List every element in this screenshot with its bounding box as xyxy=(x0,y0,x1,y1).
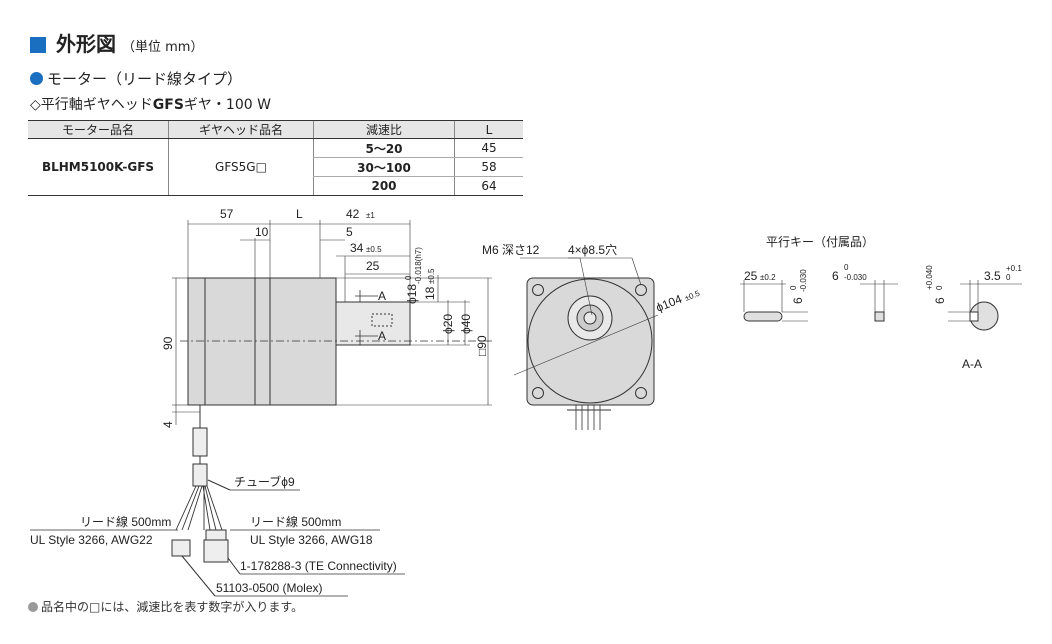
dim-42-tol: ±1 xyxy=(366,211,375,220)
blue-dot-icon xyxy=(30,72,43,85)
dim-18: 18 xyxy=(423,286,437,300)
key-dim-6a-tol0: 0 xyxy=(789,285,798,290)
dim-18-tol: ±0.5 xyxy=(427,268,436,284)
blue-square-icon xyxy=(30,37,46,53)
footnote-text: 品名中の□には、減速比を表す数字が入ります。 xyxy=(41,600,304,614)
table-row: 200 64 xyxy=(28,176,523,196)
ratio-cell: 5～20 xyxy=(313,138,455,158)
key-title: 平行キー（付属品） xyxy=(766,235,874,249)
key-slot xyxy=(371,313,393,327)
dim-4: 4 xyxy=(161,421,175,428)
key-dim-6a-tol: -0.030 xyxy=(799,269,808,292)
l-cell: 45 xyxy=(454,138,523,158)
connector-te: 1-178288-3 (TE Connectivity) xyxy=(240,559,397,573)
dim-34-tol: ±0.5 xyxy=(366,245,382,254)
dim-sq90: □90 xyxy=(475,335,489,356)
subtitle-motor-type: モーター（リード線タイプ） xyxy=(30,68,242,89)
motor-body xyxy=(187,277,337,406)
key-dim-6b: 6 xyxy=(832,269,839,283)
key-dim-35: 3.5 xyxy=(984,269,1001,283)
label-holes: 4×ϕ8.5穴 xyxy=(568,242,617,257)
ratio-cell: 30～100 xyxy=(313,157,455,177)
section-a-top: A xyxy=(378,289,386,303)
key-end xyxy=(874,311,885,322)
dim-5: 5 xyxy=(346,225,353,239)
table-header-row: モーター品名 ギヤヘッド品名 減速比 L xyxy=(28,120,523,139)
key-dim-6a: 6 xyxy=(791,297,805,304)
l-cell: 58 xyxy=(454,157,523,177)
dim-phi20: ϕ20 xyxy=(441,314,455,334)
heading-title: 外形図 xyxy=(56,32,116,56)
key-dim-6b-tol0: 0 xyxy=(844,263,849,272)
lead-left-1: リード線 500mm xyxy=(80,514,171,529)
table-row: 30～100 58 xyxy=(28,157,523,177)
key-dim-25: 25 xyxy=(744,269,758,283)
dim-phi104-tol: ±0.5 xyxy=(683,288,701,302)
lead-left-2: UL Style 3266, AWG22 xyxy=(30,533,153,547)
dim-phi18-tol0: 0 xyxy=(404,275,413,280)
subtitle-gearhead: ◇平行軸ギヤヘッドGFSギヤ・100 W xyxy=(30,94,271,114)
l-cell: 64 xyxy=(454,176,523,196)
key-dim-6c-tol0: 0 xyxy=(935,285,944,290)
dim-34: 34 xyxy=(350,241,364,255)
footnote: 品名中の□には、減速比を表す数字が入ります。 xyxy=(28,598,303,615)
tube-label: チューブϕ9 xyxy=(234,474,295,489)
col-header: ギヤヘッド品名 xyxy=(168,120,314,139)
col-header: L xyxy=(454,120,523,139)
dim-57: 57 xyxy=(220,207,234,221)
dim-25: 25 xyxy=(366,259,380,273)
dim-phi104: ϕ104 xyxy=(654,292,684,315)
gray-dot-icon xyxy=(28,601,38,612)
key-dim-6c-tol: +0.040 xyxy=(925,265,934,290)
table-row: BLHM5100K-GFS GFS5G□ 5～20 45 xyxy=(28,138,523,196)
output-shaft xyxy=(335,301,411,346)
key-dim-6c: 6 xyxy=(933,297,947,304)
section-heading: 外形図 （単位 mm） xyxy=(30,28,203,57)
section-a-bottom: A xyxy=(378,329,386,343)
subtitle-motor-text: モーター（リード線タイプ） xyxy=(47,70,243,88)
subtitle-gear-suffix: ギヤ・100 W xyxy=(183,97,271,113)
subtitle-gear-bold: GFS xyxy=(152,97,184,113)
dim-90: 90 xyxy=(161,336,175,350)
key-side xyxy=(743,311,783,322)
gearhead-cell: GFS5G□ xyxy=(168,138,314,196)
key-dim-25-tol: ±0.2 xyxy=(760,273,776,282)
subtitle-gear-prefix: ◇平行軸ギヤヘッド xyxy=(30,97,153,113)
connector-molex: 51103-0500 (Molex) xyxy=(216,581,323,595)
lead-right-1: リード線 500mm xyxy=(250,514,341,529)
heading-unit: （単位 mm） xyxy=(122,40,204,55)
section-aa-label: A-A xyxy=(962,357,982,371)
model-cell: BLHM5100K-GFS xyxy=(28,138,169,196)
key-dim-35-tol0: 0 xyxy=(1006,273,1011,282)
lead-right-2: UL Style 3266, AWG18 xyxy=(250,533,373,547)
dim-phi18: ϕ18 xyxy=(405,284,419,304)
key-dim-6b-tol: -0.030 xyxy=(844,273,867,282)
spec-table: モーター品名 ギヤヘッド品名 減速比 L BLHM5100K-GFS GFS5G… xyxy=(28,120,523,196)
key-dim-35-tol: +0.1 xyxy=(1006,264,1022,273)
dim-L: L xyxy=(296,207,303,221)
ratio-cell: 200 xyxy=(313,176,455,196)
col-header: モーター品名 xyxy=(28,120,169,139)
dim-10: 10 xyxy=(255,225,269,239)
dim-phi40: ϕ40 xyxy=(459,314,473,334)
label-m6: M6 深さ12 xyxy=(482,243,540,257)
dim-phi18-tol: -0.018(h7) xyxy=(414,247,423,284)
dim-42: 42 xyxy=(346,207,360,221)
col-header: 減速比 xyxy=(313,120,455,139)
